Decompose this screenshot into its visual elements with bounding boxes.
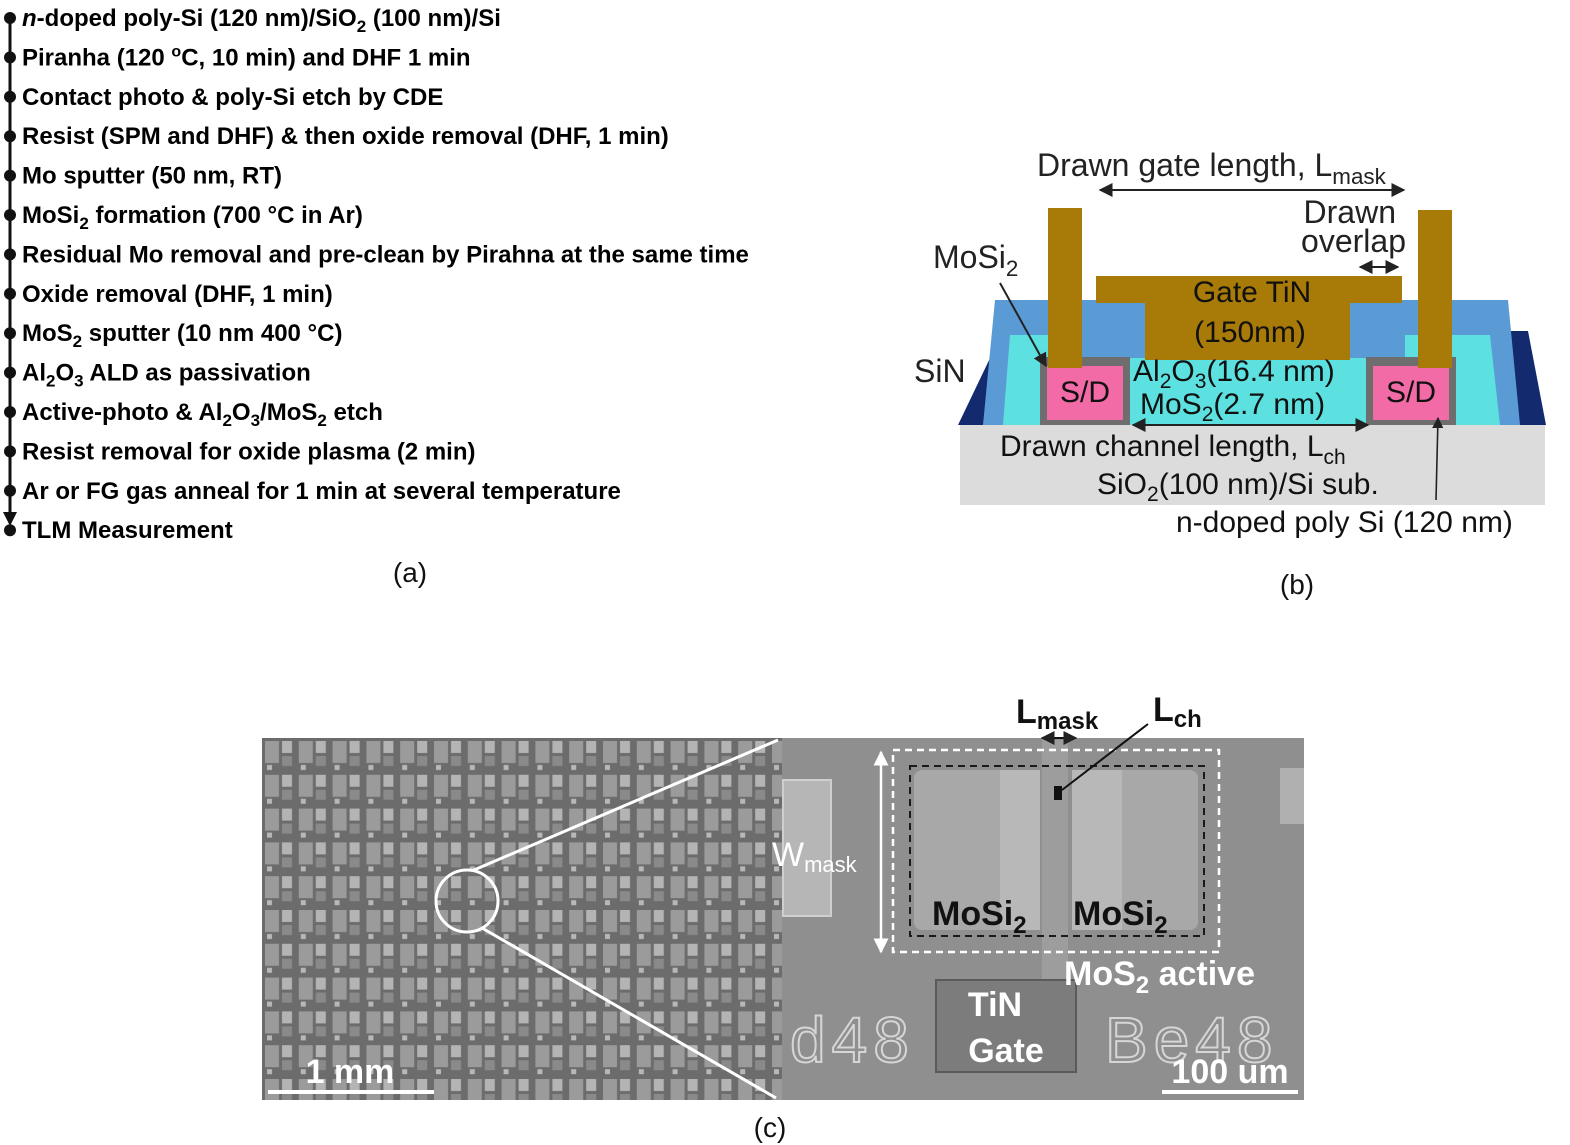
l-ch-marker (1054, 786, 1062, 800)
al2o3-label: Al2O3(16.4 nm) (1133, 355, 1335, 393)
timeline-dot (4, 209, 16, 221)
timeline-dot (4, 248, 16, 261)
process-step: Ar or FG gas anneal for 1 min at several… (22, 478, 621, 505)
mos2-active-outline (891, 748, 1221, 954)
channel-length-label: Drawn channel length, Lch (1000, 430, 1346, 469)
process-step: Mo sputter (50 nm, RT) (22, 163, 282, 190)
sem-image-panel: Wmask Lmask Lch MoSi2 MoSi2 MoS2 active … (262, 691, 1304, 1143)
process-step: Active-photo & Al2O3/MoS2 etch (22, 399, 383, 430)
mosi2-label: MoSi2 (933, 239, 1018, 281)
panel-a-caption: (a) (393, 557, 427, 588)
mos2-active-label: MoS2 active (1064, 955, 1255, 999)
sd-left-block (1047, 366, 1123, 420)
poly-si-pointer (1432, 416, 1444, 501)
zoom-line-top (473, 738, 779, 872)
timeline-dot (4, 327, 16, 340)
process-flow-panel: n-doped poly-Si (120 nm)/SiO2 (100 nm)/S… (3, 5, 749, 588)
tin-gate-label-2: Gate (968, 1032, 1044, 1070)
l-mask-label: Lmask (1016, 693, 1099, 735)
tin-gate-label: TiN (968, 986, 1022, 1024)
gate-tin (1096, 276, 1402, 360)
process-step: Contact photo & poly-Si etch by CDE (22, 84, 443, 111)
timeline-dot (4, 130, 16, 143)
gate-strip (1042, 740, 1068, 1000)
timeline-dot (4, 51, 16, 64)
mosi2-pad-right-bright (1072, 770, 1122, 930)
panel-c-caption: (c) (754, 1112, 787, 1143)
timeline-dot (4, 524, 16, 537)
tin-pillar-right (1418, 210, 1452, 368)
process-step: n-doped poly-Si (120 nm)/SiO2 (100 nm)/S… (22, 5, 501, 36)
drawn-gate-length-label: Drawn gate length, Lmask (1037, 147, 1387, 189)
process-step: MoSi2 formation (700 °C in Ar) (22, 202, 363, 233)
sd-left-label: S/D (1060, 376, 1110, 409)
mosi2-right-label: MoSi2 (1073, 895, 1168, 939)
mos2-label: MoS2(2.7 nm) (1140, 388, 1325, 426)
process-step: Piranha (120 oC, 10 min) and DHF 1 min (22, 43, 471, 71)
sem-array-image (262, 738, 782, 1100)
timeline-dot (4, 366, 16, 379)
drawn-overlap-label: Drawn (1304, 194, 1396, 230)
poly-si-label: n-doped poly Si (120 nm) (1176, 506, 1513, 539)
process-step: Resist removal for oxide plasma (2 min) (22, 438, 475, 465)
engraved-label-d48: d48 (790, 1004, 915, 1076)
right-edge-pad (1280, 768, 1304, 824)
substrate-label: SiO2(100 nm)/Si sub. (1097, 468, 1379, 506)
drawn-overlap-label-2: overlap (1301, 223, 1406, 259)
l-ch-label: Lch (1153, 691, 1202, 733)
scale-label-left: 1 mm (306, 1053, 395, 1091)
process-step: Al2O3 ALD as passivation (22, 360, 311, 391)
timeline-dot (4, 406, 16, 418)
mosi2-pad-left-bright (1000, 770, 1040, 930)
gate-tin-label: Gate TiN (1193, 276, 1311, 309)
tin-pillar-left (1048, 208, 1082, 368)
timeline-dot (4, 169, 16, 182)
timeline-dot (4, 90, 16, 103)
timeline-dot (4, 287, 16, 300)
cross-section-panel: Drawn gate length, Lmask Drawn overlap M… (914, 147, 1546, 600)
process-step: Resist (SPM and DHF) & then oxide remova… (22, 123, 669, 150)
mosi2-left-label: MoSi2 (932, 895, 1027, 939)
process-step: TLM Measurement (22, 517, 233, 544)
timeline-dot (4, 484, 16, 497)
gate-tin-thickness-label: (150nm) (1194, 316, 1306, 349)
sd-right-block (1373, 366, 1449, 420)
sin-label: SiN (914, 353, 966, 389)
l-ch-pointer (1061, 723, 1149, 791)
mosi2-outline (909, 765, 1205, 937)
scale-label-right: 100 um (1171, 1053, 1288, 1091)
zoom-circle (434, 868, 500, 934)
timeline-arrow-icon (3, 512, 17, 526)
sd-right-label: S/D (1386, 376, 1436, 409)
tin-gate-pad (935, 979, 1077, 1073)
process-step: Residual Mo removal and pre-clean by Pir… (22, 241, 749, 268)
timeline-dot (4, 12, 16, 24)
process-step: Oxide removal (DHF, 1 min) (22, 281, 333, 308)
sio2-si-substrate (960, 425, 1545, 505)
engraved-label-be48: Be48 (1105, 1004, 1278, 1076)
timeline-dot (4, 445, 16, 458)
panel-b-caption: (b) (1280, 569, 1314, 600)
left-pad (782, 779, 832, 917)
w-mask-label: Wmask (772, 836, 858, 877)
zoom-line-bottom (481, 926, 777, 1100)
process-step: MoS2 sputter (10 nm 400 °C) (22, 320, 342, 351)
mosi2-pointer (999, 282, 1047, 368)
